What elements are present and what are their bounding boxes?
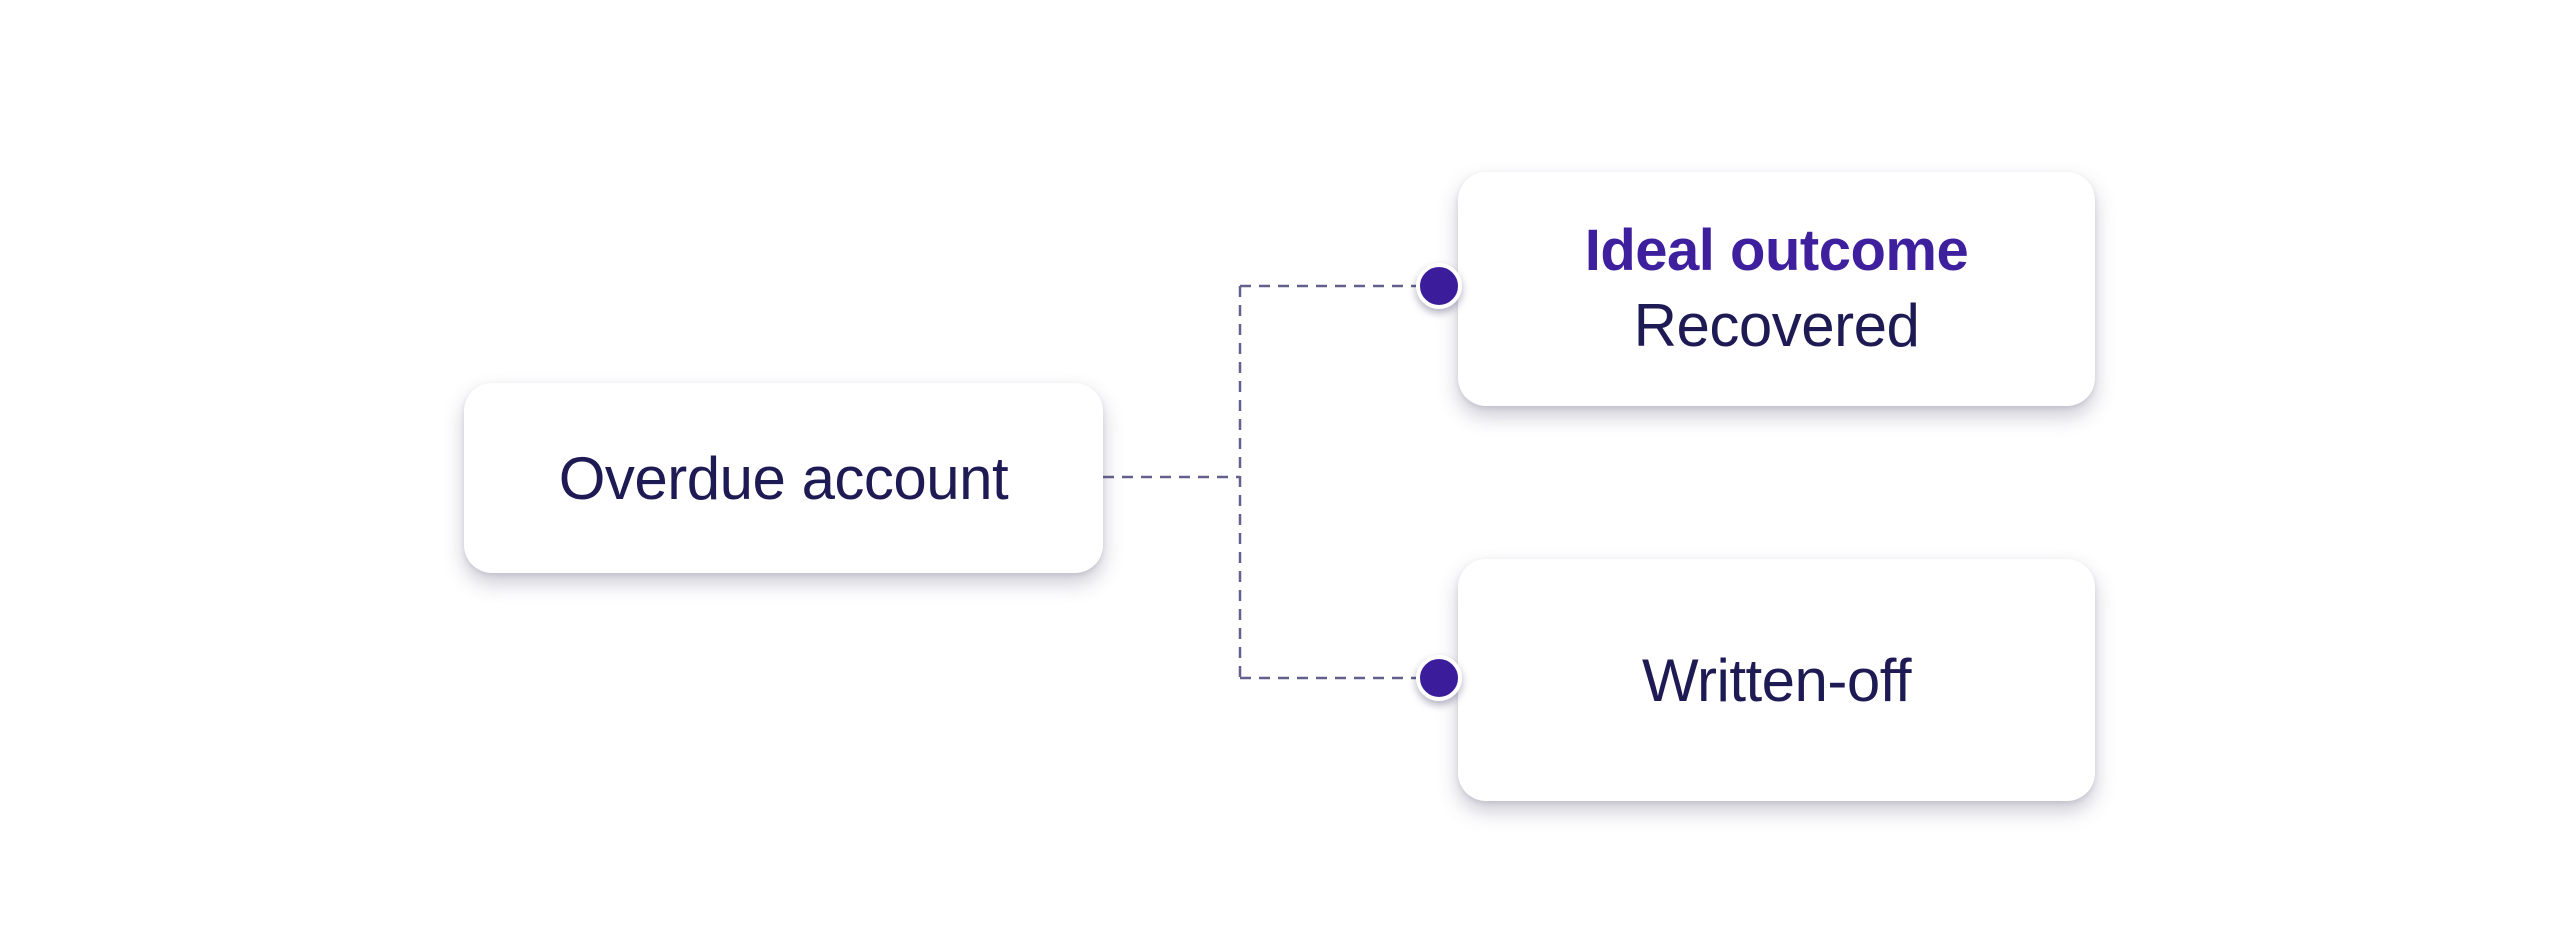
node-overdue-account-label: Overdue account xyxy=(558,444,1009,512)
node-overdue-account[interactable]: Overdue account xyxy=(464,383,1103,573)
node-ideal-outcome-recovered[interactable]: Ideal outcome Recovered xyxy=(1458,172,2095,406)
endpoint-dot-written-off xyxy=(1416,655,1462,701)
node-recovered-label: Recovered xyxy=(1633,291,1920,359)
endpoint-dot-recovered xyxy=(1416,263,1462,309)
node-written-off-label: Written-off xyxy=(1641,646,1912,714)
node-ideal-outcome-heading: Ideal outcome xyxy=(1584,218,1969,284)
node-written-off[interactable]: Written-off xyxy=(1458,559,2095,801)
